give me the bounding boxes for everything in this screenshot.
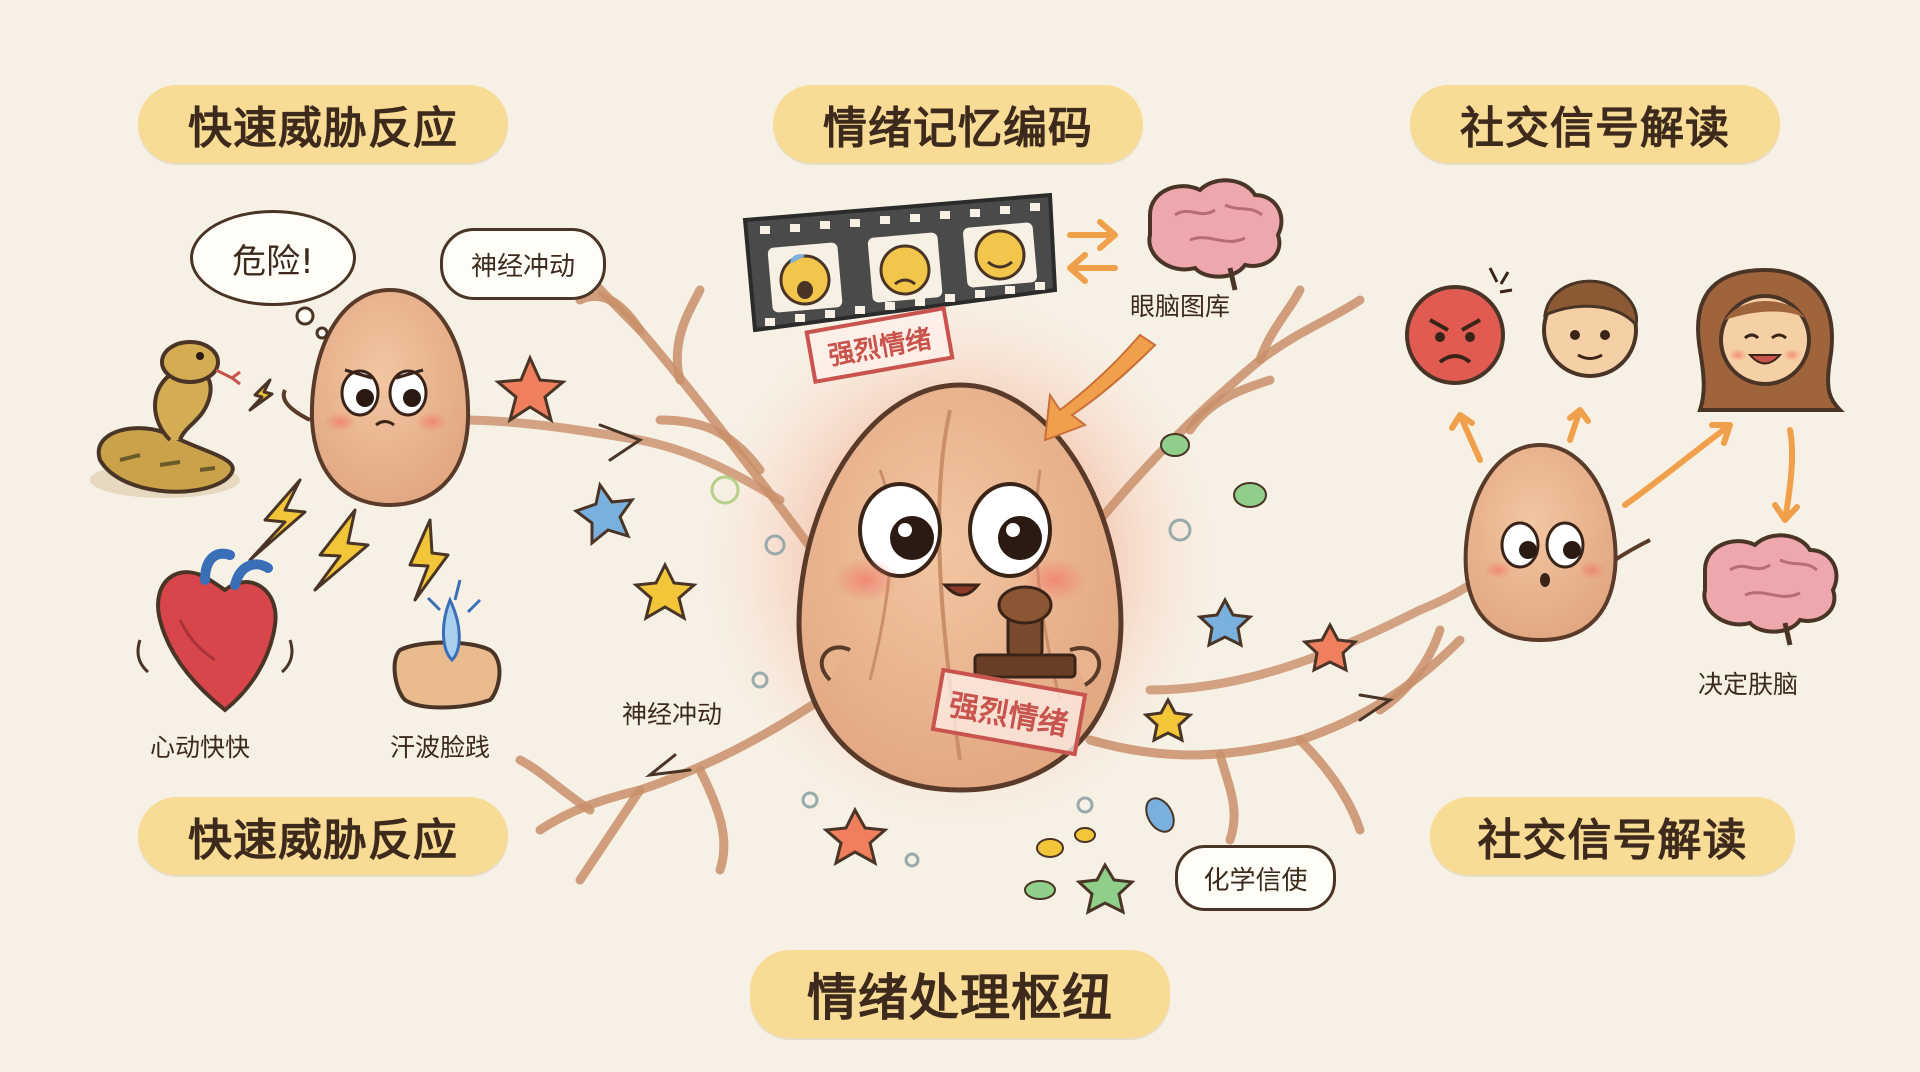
- almond-character-icon: [1463, 442, 1651, 643]
- chemical-messenger-bubble: 化学信使: [1175, 845, 1336, 911]
- stamp-handle-icon: [973, 585, 1077, 679]
- header-threat-response-bottom: 快速威胁反应: [138, 797, 508, 875]
- header-social-signal-top: 社交信号解读: [1410, 85, 1780, 163]
- dot-icon: [710, 475, 1192, 868]
- nerve-impulse-label: 神经冲动: [622, 700, 723, 729]
- brain-icon: [1147, 178, 1284, 291]
- angry-face-icon: [1405, 267, 1513, 385]
- header-threat-response-top: 快速威胁反应: [138, 85, 508, 163]
- snake-icon: [90, 340, 241, 498]
- sweat-label: 汗波脸践: [390, 733, 491, 762]
- nerve-impulse-bubble: 神经冲动: [440, 228, 606, 300]
- header-social-signal-bottom: 社交信号解读: [1430, 797, 1795, 875]
- blob-icon: [1024, 433, 1267, 900]
- film-strip-icon: [742, 192, 1058, 333]
- heart-label: 心动快快: [150, 733, 251, 762]
- star-icon: [494, 354, 1359, 915]
- header-emotional-memory: 情绪记忆编码: [773, 85, 1143, 163]
- arrow-icon: [598, 423, 1394, 778]
- heart-icon: [136, 548, 294, 713]
- thought-dot: [315, 326, 329, 340]
- smiling-woman-icon: [1696, 267, 1845, 412]
- swap-arrows-icon: [1067, 219, 1118, 284]
- almond-character-icon: [281, 287, 471, 508]
- arrow-icon: [1449, 407, 1800, 523]
- brain-library-label: 眼脑图库: [1130, 292, 1231, 321]
- sweat-drop-icon: [392, 579, 502, 710]
- brain-icon: [1702, 533, 1839, 646]
- header-emotion-hub: 情绪处理枢纽: [750, 950, 1170, 1038]
- neutral-face-icon: [1542, 279, 1639, 378]
- lightning-icon: [248, 378, 450, 602]
- decision-brain-label: 决定肤脑: [1698, 670, 1799, 699]
- neuron-branch-icon: [515, 235, 1465, 885]
- thought-dot: [295, 306, 315, 326]
- arrow-icon: [1043, 333, 1157, 442]
- danger-thought-bubble: 危险!: [190, 210, 356, 306]
